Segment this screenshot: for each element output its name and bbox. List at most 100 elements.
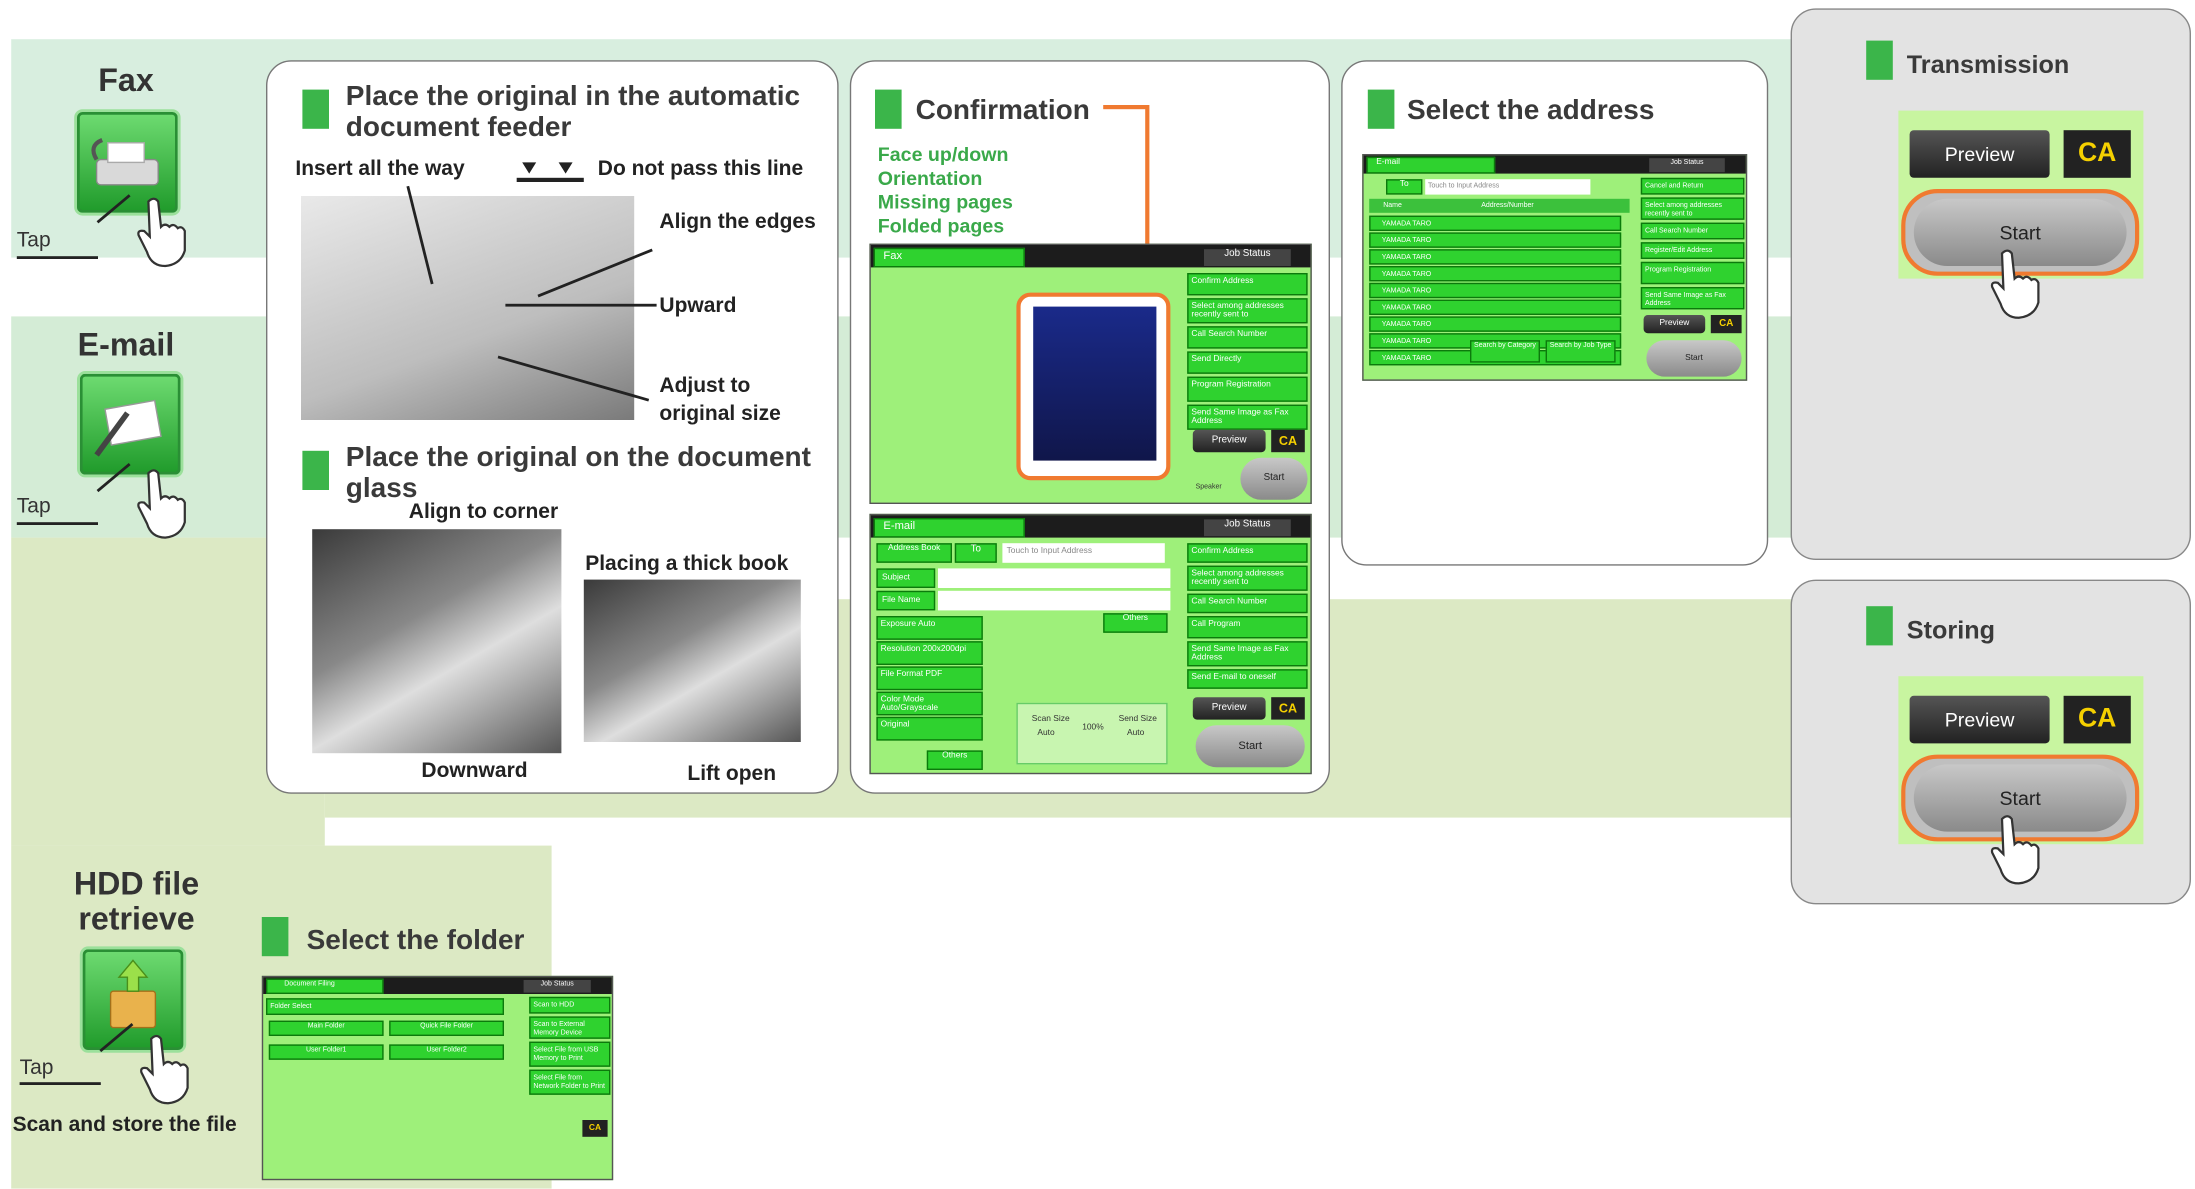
menu-recent-addresses[interactable]: Select among addresses recently sent to xyxy=(1187,298,1308,324)
menu-call-program[interactable]: Call Program xyxy=(1187,616,1308,639)
fax-start-button[interactable]: Start xyxy=(1240,457,1308,500)
speaker-label: Speaker xyxy=(1195,483,1222,492)
job-status-button[interactable]: Job Status xyxy=(1204,519,1291,537)
email-mode-tab[interactable]: E-mail xyxy=(1366,156,1496,174)
lift-open-label: Lift open xyxy=(687,761,777,786)
fax-icon-button[interactable] xyxy=(74,109,181,216)
select-address-title: Select the address xyxy=(1407,95,1655,126)
glass-photo xyxy=(312,529,562,754)
table-row[interactable]: YAMADA TARO xyxy=(1369,215,1622,231)
address-input[interactable]: Touch to Input Address xyxy=(1425,179,1591,195)
tap-hand-icon xyxy=(1990,249,2040,319)
setting-original[interactable]: Original xyxy=(876,716,983,741)
setting-name: Original xyxy=(880,721,910,730)
email-icon-button[interactable] xyxy=(77,371,184,478)
job-status-button[interactable]: Job Status xyxy=(1204,249,1291,266)
menu-send-same-image[interactable]: Send Same Image as Fax Address xyxy=(1187,641,1308,667)
to-button[interactable]: To xyxy=(1386,179,1423,195)
adf-title-line1: Place the original in the automatic xyxy=(345,81,801,112)
menu-send-same-image[interactable]: Send Same Image as Fax Address xyxy=(1640,287,1745,310)
menu-print-usb[interactable]: Select File from USB Memory to Print xyxy=(529,1041,611,1067)
user-folder2-button[interactable]: User Folder2 xyxy=(389,1044,504,1060)
document-filing-tab[interactable]: Document Filing xyxy=(266,978,384,994)
others-button[interactable]: Others xyxy=(1103,613,1168,633)
file-name-input[interactable] xyxy=(938,590,1171,611)
menu-scan-to-external[interactable]: Scan to External Memory Device xyxy=(529,1016,611,1039)
transmission-start-button[interactable]: Start xyxy=(1913,198,2127,266)
menu-register-address[interactable]: Register/Edit Address xyxy=(1640,242,1745,259)
glass-title: Place the original on the document glass xyxy=(346,442,811,504)
email-ca-button[interactable]: CA xyxy=(1271,697,1305,720)
menu-call-search-number[interactable]: Call Search Number xyxy=(1187,326,1308,349)
address-ca-button[interactable]: CA xyxy=(1710,315,1742,334)
transmission-preview-button[interactable]: Preview xyxy=(1909,130,2050,178)
table-row[interactable]: YAMADA TARO xyxy=(1369,266,1622,282)
menu-call-search-number[interactable]: Call Search Number xyxy=(1640,222,1745,240)
menu-confirm-address[interactable]: Confirm Address xyxy=(1187,543,1308,563)
fax-mode-tab[interactable]: Fax xyxy=(873,247,1025,268)
fax-tap-line xyxy=(16,256,98,259)
address-book-button[interactable]: Address Book xyxy=(876,543,952,563)
address-start-button[interactable]: Start xyxy=(1646,340,1742,377)
table-row[interactable]: YAMADA TARO xyxy=(1369,316,1622,332)
hdd-caption: Scan and store the file xyxy=(12,1113,237,1137)
section-marker xyxy=(875,89,902,129)
menu-send-same-image[interactable]: Send Same Image as Fax Address xyxy=(1187,404,1308,430)
menu-send-to-oneself[interactable]: Send E-mail to oneself xyxy=(1187,669,1308,689)
menu-scan-to-hdd[interactable]: Scan to HDD xyxy=(529,996,611,1014)
to-button[interactable]: To xyxy=(954,543,997,563)
setting-exposure[interactable]: Exposure Auto xyxy=(876,616,983,640)
subject-input[interactable] xyxy=(938,568,1171,588)
align-edges-label: Align the edges xyxy=(659,210,816,234)
setting-value: Auto xyxy=(917,620,936,629)
address-table-header: Name Address/Number xyxy=(1369,198,1630,213)
setting-resolution[interactable]: Resolution 200x200dpi xyxy=(876,641,983,665)
menu-print-network[interactable]: Select File from Network Folder to Print xyxy=(529,1069,611,1095)
storing-start-button[interactable]: Start xyxy=(1913,764,2127,832)
email-mode-tab[interactable]: E-mail xyxy=(873,518,1025,538)
others-button-bottom[interactable]: Others xyxy=(926,750,983,770)
setting-color-mode[interactable]: Color Mode Auto/Grayscale xyxy=(876,691,983,716)
hdd-tap-label: Tap xyxy=(19,1055,54,1080)
fax-preview-button[interactable]: Preview xyxy=(1192,429,1266,453)
setting-file-format[interactable]: File Format PDF xyxy=(876,666,983,691)
hdd-retrieve-icon-button[interactable] xyxy=(79,946,187,1053)
folder-ca-button[interactable]: CA xyxy=(582,1120,608,1137)
search-category-button[interactable]: Search by Category xyxy=(1470,340,1540,363)
transmission-panel: Transmission Preview CA Start xyxy=(1790,8,2191,560)
menu-program-registration[interactable]: Program Registration xyxy=(1640,261,1745,285)
menu-send-directly[interactable]: Send Directly xyxy=(1187,351,1308,374)
fax-ca-button[interactable]: CA xyxy=(1271,429,1305,453)
menu-recent-addresses[interactable]: Select among addresses recently sent to xyxy=(1187,565,1308,591)
table-row[interactable]: YAMADA TARO xyxy=(1369,232,1622,248)
adjust-label-1: Adjust to xyxy=(659,373,751,398)
adf-photo xyxy=(301,196,635,420)
search-job-type-button[interactable]: Search by Job Type xyxy=(1545,340,1616,363)
tap-hand-icon xyxy=(140,1034,189,1105)
file-name-label: File Name xyxy=(876,590,936,611)
menu-call-search-number[interactable]: Call Search Number xyxy=(1187,593,1308,614)
storing-preview-button[interactable]: Preview xyxy=(1909,695,2050,744)
job-status-button[interactable]: Job Status xyxy=(523,980,591,993)
table-row[interactable]: YAMADA TARO xyxy=(1369,249,1622,265)
menu-program-registration[interactable]: Program Registration xyxy=(1187,376,1308,402)
job-status-button[interactable]: Job Status xyxy=(1649,158,1725,173)
align-corner-label: Align to corner xyxy=(408,499,559,524)
transmission-ca-button[interactable]: CA xyxy=(2063,130,2131,178)
table-row[interactable]: YAMADA TARO xyxy=(1369,299,1622,315)
address-preview-button[interactable]: Preview xyxy=(1643,315,1706,334)
email-start-button[interactable]: Start xyxy=(1195,725,1305,768)
menu-recent-addresses[interactable]: Select among addresses recently sent to xyxy=(1640,197,1745,220)
table-row[interactable]: YAMADA TARO xyxy=(1369,282,1622,299)
upward-label: Upward xyxy=(659,294,737,318)
quick-file-folder-button[interactable]: Quick File Folder xyxy=(389,1020,504,1036)
email-preview-button[interactable]: Preview xyxy=(1192,697,1266,720)
main-folder-button[interactable]: Main Folder xyxy=(268,1020,384,1036)
user-folder1-button[interactable]: User Folder1 xyxy=(268,1044,384,1060)
storing-ca-button[interactable]: CA xyxy=(2063,695,2131,744)
menu-cancel-return[interactable]: Cancel and Return xyxy=(1640,177,1745,195)
folder-screen: Document Filing Job Status Folder Select… xyxy=(261,975,614,1181)
address-input[interactable]: Touch to Input Address xyxy=(1002,543,1165,563)
address-side-menu: Cancel and Return Select among addresses… xyxy=(1640,177,1745,310)
menu-confirm-address[interactable]: Confirm Address xyxy=(1187,273,1308,296)
